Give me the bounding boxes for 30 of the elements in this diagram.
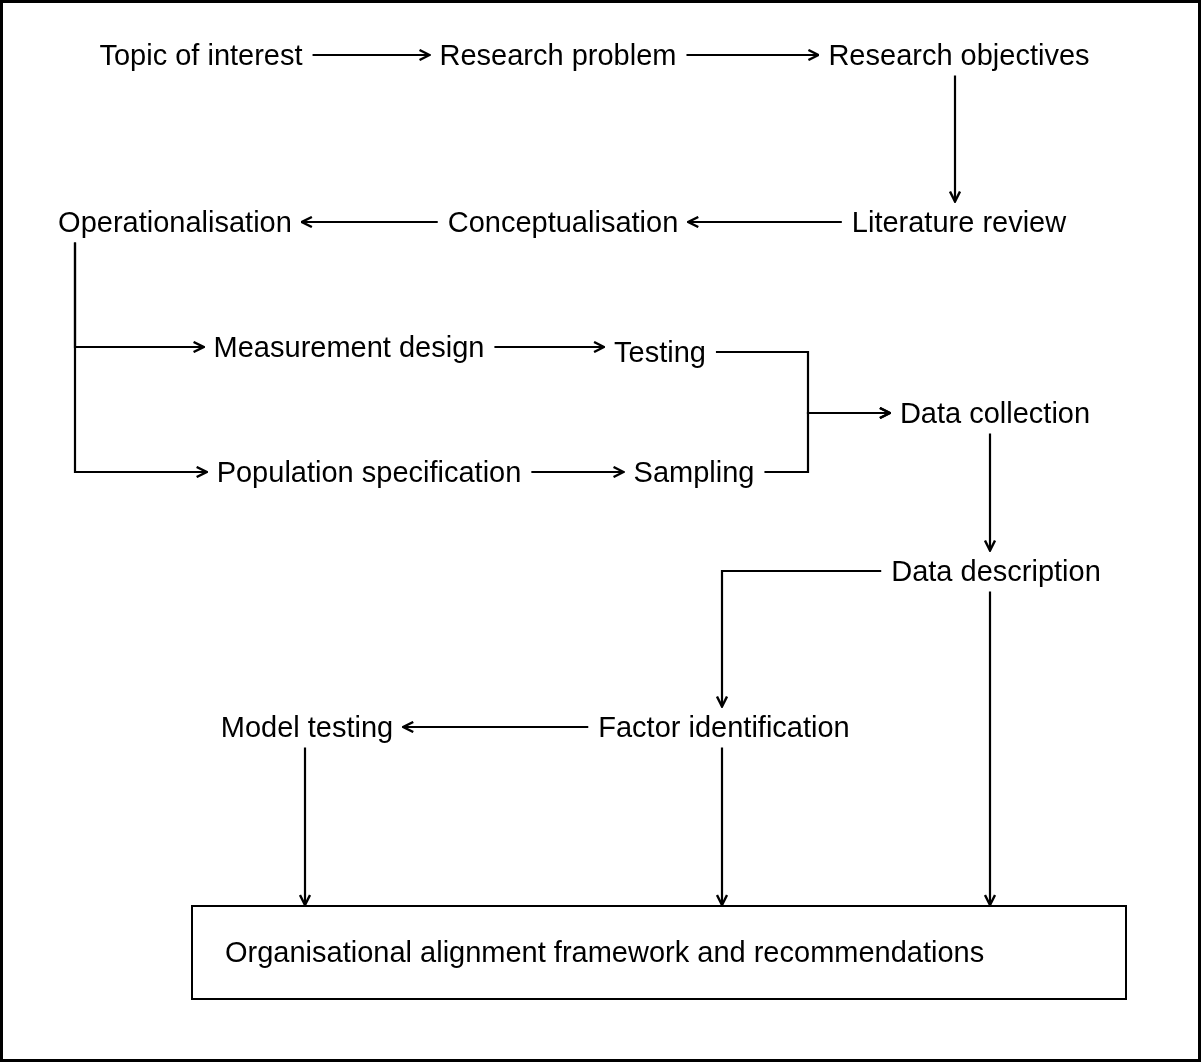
arrow [983, 591, 997, 907]
step-label: Population specification [206, 451, 532, 493]
step-label: Research problem [429, 34, 687, 76]
step-label: Operationalisation [48, 201, 302, 243]
arrow [687, 215, 842, 229]
arrow [402, 720, 589, 734]
arrow [686, 48, 820, 62]
step-label: Model testing [210, 706, 404, 748]
step-label: Measurement design [203, 326, 495, 368]
step-label: Data description [881, 550, 1111, 592]
arrow [531, 465, 625, 479]
arrow [715, 569, 882, 708]
step-label: Sampling [623, 451, 765, 493]
arrow [948, 75, 962, 203]
step-label: Literature review [841, 201, 1077, 243]
arrow [715, 747, 729, 907]
arrow [312, 48, 431, 62]
step-label: Testing [604, 331, 716, 373]
arrow [494, 340, 606, 354]
step-label: Data collection [889, 392, 1101, 434]
outcome-box: Organisational alignment framework and recommendations [191, 905, 1127, 1000]
arrow [73, 242, 208, 479]
arrow [300, 215, 438, 229]
step-label: Topic of interest [89, 34, 313, 76]
arrow [983, 433, 997, 552]
step-label: Factor identification [588, 706, 860, 748]
arrow [298, 747, 312, 907]
arrow [764, 406, 892, 474]
step-label: Conceptualisation [437, 201, 689, 243]
step-label: Research objectives [818, 34, 1100, 76]
